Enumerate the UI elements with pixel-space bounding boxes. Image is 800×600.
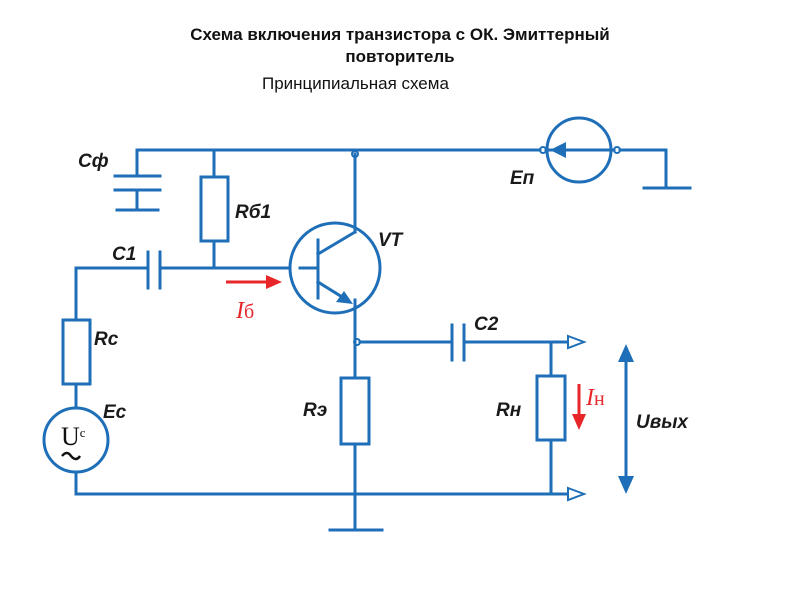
label-in-letter: I: [585, 385, 595, 411]
label-uc-letter: U: [61, 422, 80, 451]
subtitle: Принципиальная схема: [262, 74, 449, 93]
label-ec: Ec: [103, 402, 127, 423]
label-c1: C1: [112, 244, 136, 265]
capacitor-c2: [358, 323, 587, 362]
bottom-rail: [74, 486, 587, 502]
label-in-sub: н: [594, 388, 605, 410]
label-uc-sub: c: [80, 425, 86, 440]
power-source-ep: [539, 116, 692, 190]
label-cf: Сф: [78, 151, 109, 172]
label-in: Iн: [585, 385, 605, 411]
title-line-1: Схема включения транзистора с ОК. Эмитте…: [190, 25, 610, 44]
resistor-rn: [535, 340, 567, 496]
base-current-arrow: [226, 275, 282, 289]
top-rail: [135, 148, 542, 158]
signal-source-ec: [42, 406, 110, 496]
label-rb1: Rб1: [235, 202, 271, 223]
page-title: Схема включения транзистора с ОК. Эмитте…: [0, 24, 800, 68]
label-ib-letter: I: [235, 298, 245, 324]
resistor-re: [328, 338, 384, 532]
label-vt: VT: [378, 230, 404, 251]
title-line-2: повторитель: [345, 47, 455, 66]
label-uout: Uвых: [636, 412, 689, 433]
label-re: Rэ: [303, 400, 327, 421]
transistor-vt: [288, 152, 382, 344]
label-uc: Uc: [61, 422, 86, 451]
load-current-arrow: [572, 384, 586, 430]
label-rn: Rн: [496, 400, 522, 421]
label-ib-sub: б: [244, 301, 254, 323]
label-c2: C2: [474, 314, 499, 335]
label-rc: Rc: [94, 329, 119, 350]
capacitor-c1: [74, 250, 162, 290]
label-ep: Eп: [510, 168, 535, 189]
capacitor-cf: [113, 148, 162, 212]
resistor-rc: [61, 266, 92, 412]
uout-arrow: [618, 344, 634, 494]
label-ib: Iб: [235, 298, 254, 324]
resistor-rb1: [199, 148, 230, 270]
